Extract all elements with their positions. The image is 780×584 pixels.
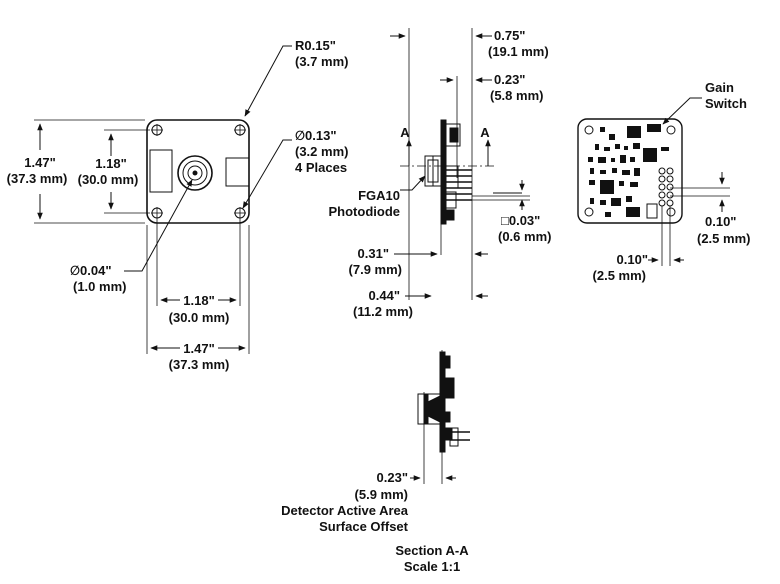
pcb-components (588, 124, 669, 219)
front-view: R0.15" (3.7 mm) ∅0.13" (3.2 mm) 4 Places… (7, 38, 349, 372)
height-outer-label-mm: (37.3 mm) (7, 171, 68, 186)
section-caption-2: Surface Offset (319, 519, 409, 534)
width-outer-label-in: 1.47" (183, 341, 214, 356)
left-cutout (149, 149, 173, 193)
section-title: Section A-A (395, 543, 469, 558)
width-outer-label-mm: (37.3 mm) (169, 357, 230, 372)
mounting-hole (151, 207, 163, 219)
radius-label-mm: (3.7 mm) (295, 54, 348, 69)
depth-total-label-mm: (19.1 mm) (488, 44, 549, 59)
photodiode-label-1: FGA10 (358, 188, 400, 203)
depth-pins-label-in: 0.23" (494, 72, 525, 87)
back-view: Gain Switch 0.10" (2.5 mm) 0.10" (2.5 mm… (577, 80, 750, 283)
radius-label-in: R0.15" (295, 38, 336, 53)
depth-pins-label-mm: (5.8 mm) (490, 88, 543, 103)
photodiode-label-2: Photodiode (329, 204, 401, 219)
hole-leader (242, 139, 292, 209)
offset-a-label-mm: (7.9 mm) (349, 262, 402, 277)
height-inner-label-in: 1.18" (95, 156, 126, 171)
width-inner-label-in: 1.18" (183, 293, 214, 308)
height-outer-label-in: 1.47" (24, 155, 55, 170)
hole-label-in: ∅0.13" (295, 128, 336, 143)
width-inner-label-mm: (30.0 mm) (169, 310, 230, 325)
offset-b-label-in: 0.44" (369, 288, 400, 303)
depth-total-label-in: 0.75" (494, 28, 525, 43)
pitch-h-label-mm: (2.5 mm) (593, 268, 646, 283)
section-marker-right: A (480, 125, 490, 140)
hole-label-mm: (3.2 mm) (295, 144, 348, 159)
pin-header (658, 167, 674, 207)
pin-square-label-in: □0.03" (501, 213, 540, 228)
section-caption-1: Detector Active Area (281, 503, 409, 518)
radius-leader (244, 45, 292, 117)
section-offset-label-mm: (5.9 mm) (355, 487, 408, 502)
side-pcb (440, 119, 447, 225)
offset-a-label-in: 0.31" (358, 246, 389, 261)
right-cutout (225, 157, 250, 187)
housing-outline (146, 119, 250, 224)
section-offset-label-in: 0.23" (377, 470, 408, 485)
offset-b-label-mm: (11.2 mm) (353, 304, 413, 319)
pin-square-label-mm: (0.6 mm) (498, 229, 551, 244)
pitch-v-label-in: 0.10" (705, 214, 736, 229)
mounting-hole (234, 124, 246, 136)
hole-count-label: 4 Places (295, 160, 347, 175)
mounting-hole (234, 207, 246, 219)
pitch-h-label-in: 0.10" (617, 252, 648, 267)
section-view: 0.23" (5.9 mm) Detector Active Area Surf… (281, 350, 470, 574)
section-marker-left: A (400, 125, 410, 140)
aperture-label-mm: (1.0 mm) (73, 279, 126, 294)
aperture-leader (124, 179, 193, 272)
section-scale: Scale 1:1 (404, 559, 460, 574)
side-view: A A 0.75" (19.1 mm) 0.23" (5.8 mm) FGA10… (329, 28, 551, 319)
mounting-hole (151, 124, 163, 136)
gain-switch-label-1: Gain (705, 80, 734, 95)
height-inner-label-mm: (30.0 mm) (78, 172, 139, 187)
pitch-v-label-mm: (2.5 mm) (697, 231, 750, 246)
bnc-connector (177, 155, 213, 191)
aperture-label-in: ∅0.04" (70, 263, 111, 278)
gain-switch-label-2: Switch (705, 96, 747, 111)
